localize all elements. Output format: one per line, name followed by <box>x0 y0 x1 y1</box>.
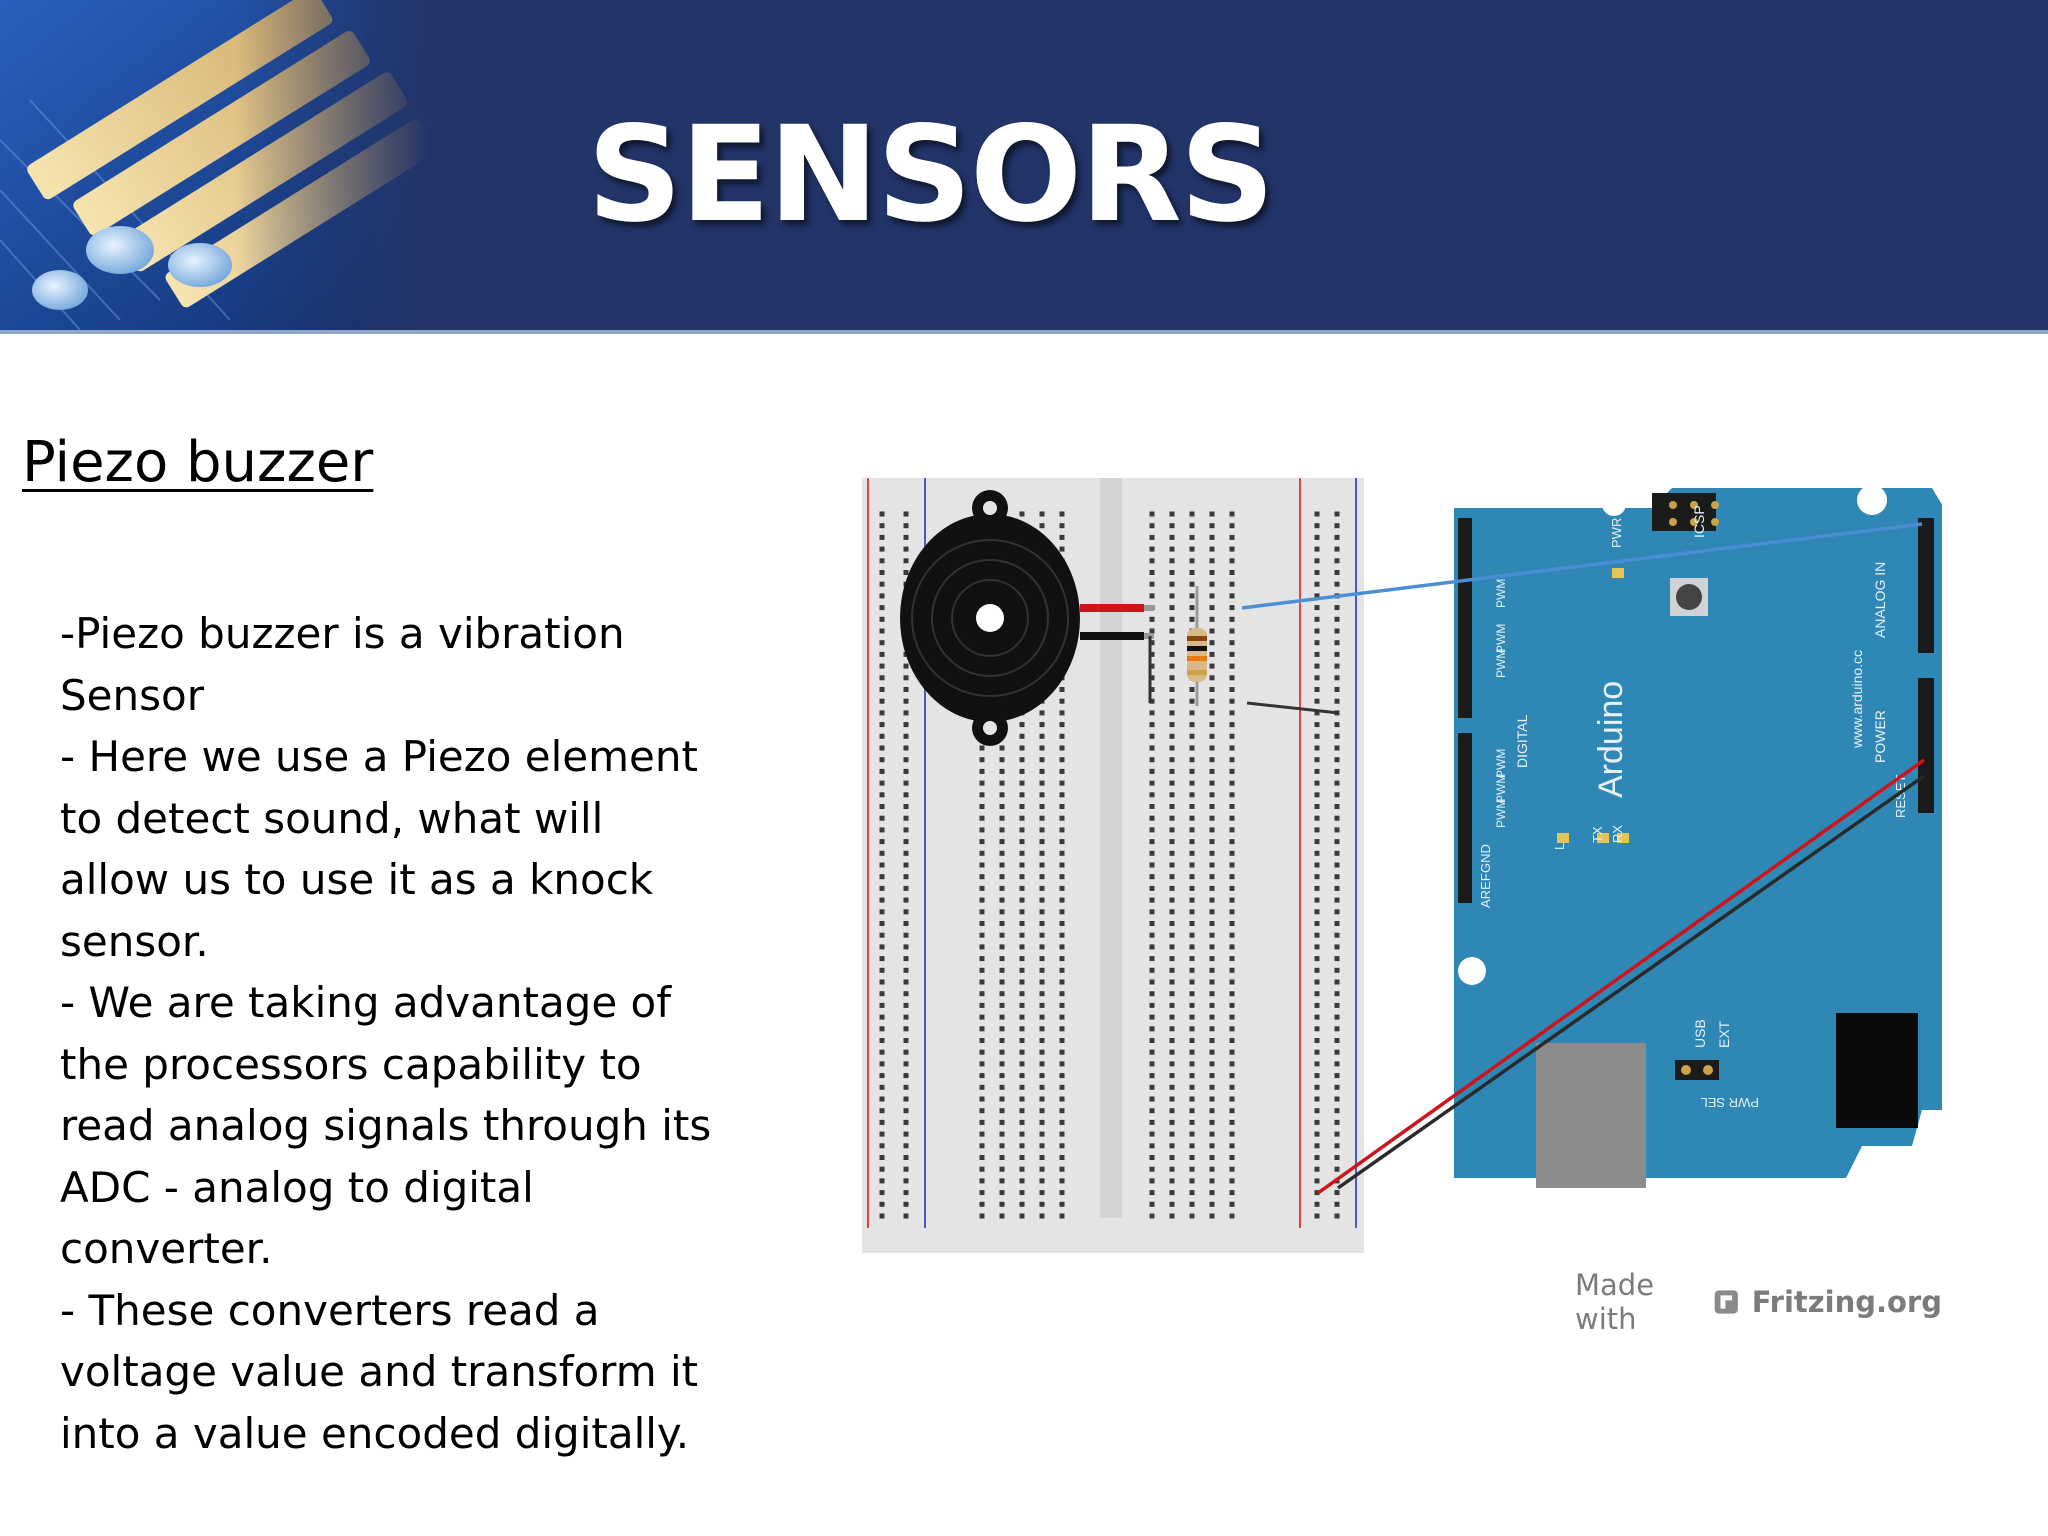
fritzing-credit: Made with Fritzing.org <box>1575 1268 1942 1336</box>
pwm-label: PWM <box>1494 649 1508 678</box>
usb-label: USB <box>1692 1019 1708 1048</box>
gnd-label: GND <box>1478 844 1493 873</box>
rx-label: RX <box>1610 825 1625 843</box>
piezo-buzzer <box>900 490 1080 746</box>
credit-prefix: Made with <box>1575 1268 1655 1336</box>
ext-label: EXT <box>1716 1020 1732 1048</box>
board-url: www.arduino.cc <box>1849 650 1865 749</box>
tx-label: TX <box>1590 826 1605 843</box>
pwm-label: PWM <box>1494 774 1508 803</box>
body-line: to detect sound, what will <box>60 793 604 843</box>
pwm-label: PWM <box>1494 749 1508 778</box>
pwm-label: PWM <box>1494 579 1508 608</box>
reset-label: RESET <box>1893 775 1908 818</box>
body-line: Sensor <box>60 670 204 720</box>
section-heading: Piezo buzzer <box>22 430 374 495</box>
body-line: the processors capability to <box>60 1039 642 1089</box>
body-text: -Piezo buzzer is a vibration Sensor - He… <box>60 603 720 1464</box>
body-line: - These converters read a <box>60 1285 600 1335</box>
header-banner <box>0 0 2048 330</box>
board-brand: Arduino <box>1592 681 1630 798</box>
body-line: voltage value and transform it <box>60 1347 699 1396</box>
body-line: allow us to use it as a knock <box>60 855 654 904</box>
breadboard-holes <box>879 511 1340 1219</box>
body-line: - Here we use a Piezo element <box>60 732 698 781</box>
body-line: -Piezo buzzer is a vibration <box>60 609 625 658</box>
digital-label: DIGITAL <box>1514 714 1530 768</box>
led-l-label: L <box>1552 843 1567 850</box>
body-line: - We are taking advantage of <box>60 978 672 1027</box>
credit-site: Fritzing.org <box>1751 1285 1942 1319</box>
arduino-board: Arduino www.arduino.cc ANALOG IN POWER D… <box>1454 485 1942 1188</box>
circuit-diagram-svg: Arduino www.arduino.cc ANALOG IN POWER D… <box>862 478 1942 1253</box>
header-divider <box>0 330 2048 334</box>
body-line: sensor. <box>60 916 209 966</box>
circuit-diagram: Arduino www.arduino.cc ANALOG IN POWER D… <box>862 478 1942 1336</box>
slide-title: SENSORS <box>587 98 1275 252</box>
body-line: into a value encoded digitally. <box>60 1408 690 1458</box>
pwm-label: PWM <box>1494 624 1508 653</box>
icsp-label: ICSP <box>1691 505 1707 538</box>
pwr-label: PWR <box>1609 518 1624 548</box>
body-line: read analog signals through its <box>60 1101 712 1150</box>
pwr-sel-label: PWR SEL <box>1700 1095 1759 1110</box>
body-line: converter. <box>60 1224 273 1273</box>
circuit-board-photo <box>0 0 430 330</box>
resistor <box>1187 586 1207 706</box>
wires <box>1080 522 1926 1195</box>
analog-in-label: ANALOG IN <box>1872 562 1888 638</box>
aref-label: AREF <box>1478 873 1493 908</box>
power-label: POWER <box>1872 710 1888 763</box>
fritzing-logo-icon <box>1714 1290 1739 1314</box>
body-line: ADC - analog to digital <box>60 1162 534 1212</box>
pwm-label: PWM <box>1494 799 1508 828</box>
